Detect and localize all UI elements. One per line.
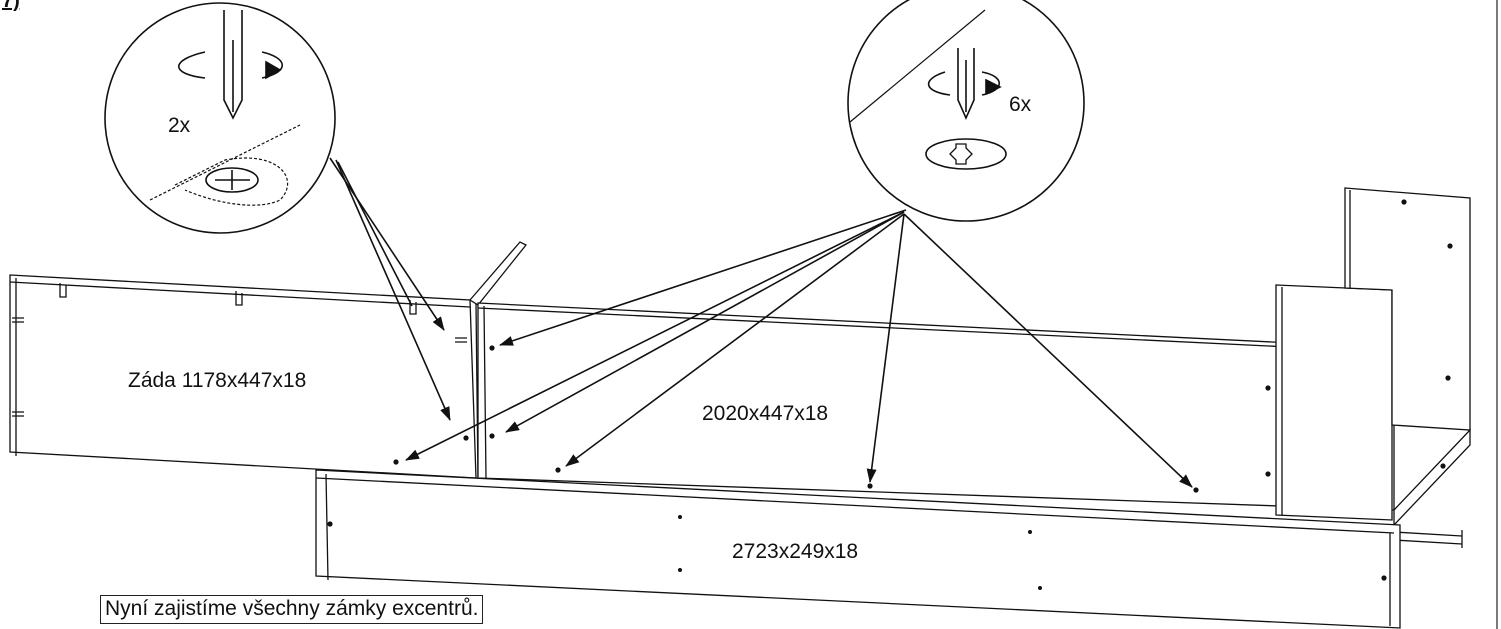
front-panel-label: 2723x249x18 (732, 540, 859, 563)
screw-holes (327, 199, 1453, 590)
step-number: 7) (2, 0, 20, 12)
back-panel (9, 274, 477, 479)
bottom-rail (1393, 428, 1471, 548)
long-panel-label: 2020x447x18 (702, 402, 829, 425)
right-callout-arrows (405, 209, 1193, 488)
right-detail-callout (847, 0, 1085, 222)
front-panel (315, 469, 1401, 629)
left-callout-arrows (329, 157, 451, 421)
end-panel (1344, 187, 1471, 431)
instruction-caption: Nyní zajistíme všechny zámky excentrů. (100, 595, 484, 624)
left-count-label: 2x (168, 114, 191, 137)
right-count-label: 6x (1009, 93, 1032, 116)
right-divider (1275, 284, 1393, 521)
long-panel (477, 302, 1395, 511)
back-panel-label: Záda 1178x447x18 (128, 369, 307, 392)
left-detail-callout (104, 2, 336, 234)
